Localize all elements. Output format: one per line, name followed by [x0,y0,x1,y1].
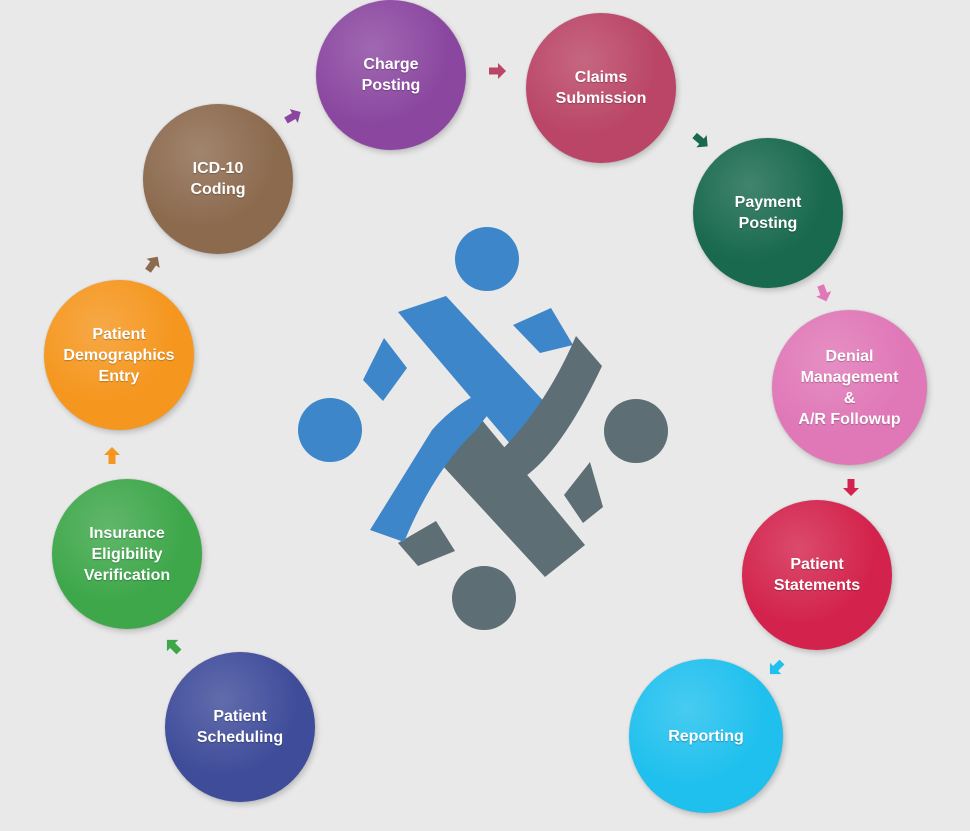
step-denial-management: Denial Management & A/R Followup [772,310,927,465]
arrow-icon [816,284,832,302]
arrow-icon [489,63,506,79]
step-payment-posting: Payment Posting [693,138,843,288]
step-label: Patient Statements [773,556,861,594]
arrow-icon [166,639,182,655]
step-patient-demographics-entry: Patient Demographics Entry [44,280,194,430]
step-reporting: Reporting [629,659,783,813]
logo-head-right [604,399,668,463]
step-patient-scheduling: Patient Scheduling [165,652,315,802]
logo-arm-grey-right [480,336,602,480]
logo-arm-blue-upper [398,296,550,446]
logo-head-top [455,227,519,291]
step-label: Reporting [668,727,744,745]
step-label: Patient Scheduling [196,708,284,746]
logo-wedge-upper-right [513,308,573,353]
step-label: Patient Demographics Entry [63,325,175,385]
step-label: Payment Posting [734,194,802,232]
step-label: Denial Management & A/R Followup [798,347,901,428]
arrow-icon [769,659,785,675]
step-icd10-coding: ICD-10 Coding [143,104,293,254]
logo-wedge-lower-left [398,521,455,566]
logo-arm-grey-lower [430,408,585,577]
step-claims-submission: Claims Submission [526,13,676,163]
step-label: Claims Submission [555,69,647,107]
step-label: Charge Posting [361,56,421,94]
step-charge-posting: Charge Posting [316,0,466,150]
step-insurance-eligibility-verification: Insurance Eligibility Verification [52,479,202,629]
logo-head-left [298,398,362,462]
arrow-icon [145,256,160,273]
step-label: Insurance Eligibility Verification [83,524,171,584]
logo-wedge-upper-left [363,338,407,401]
logo-arm-blue-left [370,386,510,542]
step-label: ICD-10 Coding [190,160,246,198]
logo-wedge-lower-right [564,462,603,523]
arrow-icon [843,479,859,496]
arrow-icon [104,447,120,464]
arrow-icon [284,109,301,124]
logo-head-bottom [452,566,516,630]
arrow-icon [692,132,708,148]
step-patient-statements: Patient Statements [742,500,892,650]
